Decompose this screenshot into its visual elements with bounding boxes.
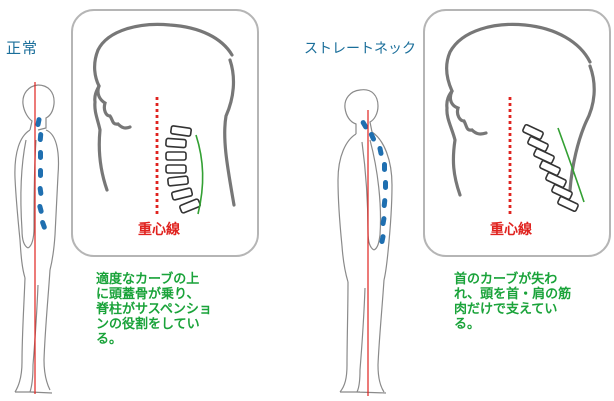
straight-neck-title: ストレートネック <box>304 38 416 58</box>
normal-title: 正常 <box>6 37 38 58</box>
straight-neck-spine-dots <box>360 119 388 244</box>
straight-neck-cervical-vertebrae <box>522 124 579 212</box>
normal-description: 適度なカーブの上 に頭蓋骨が乗り、 脊柱がサスペンショ ンの役割をしてい る。 <box>96 272 212 347</box>
normal-head-outline <box>95 24 234 205</box>
normal-gravity-label: 重心線 <box>138 219 180 239</box>
normal-cervical-vertebrae <box>166 126 201 214</box>
normal-spine-dots <box>35 117 48 231</box>
straight-neck-gravity-label: 重心線 <box>490 219 532 239</box>
straight-neck-description: 首のカーブが失わ れ、頭を首・肩の筋 肉だけで支えてい る。 <box>454 272 571 332</box>
normal-body-figure <box>15 85 59 393</box>
